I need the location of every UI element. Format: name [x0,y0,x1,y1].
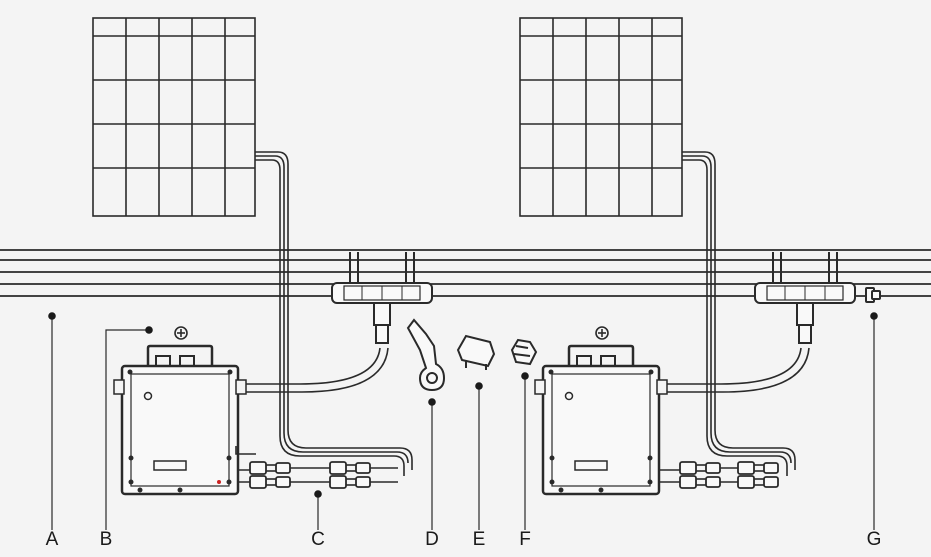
micro-inverter-right [533,344,669,496]
ac-cable-left [246,347,389,393]
panel-cable-right [682,151,796,476]
rail-connector-right [754,251,856,344]
label-c: C [311,529,325,550]
label-a: A [46,529,59,550]
label-e: E [473,529,486,550]
ground-icon-right [595,326,609,340]
dc-connectors-left [235,446,398,489]
panel-cable-left [255,151,413,476]
label-g: G [867,529,882,550]
mounting-rail [0,249,931,297]
unlock-tool [406,318,446,392]
leaders [51,316,875,530]
leader-dots [48,312,878,498]
rail-end-plug [865,287,881,303]
micro-inverter-left [112,344,248,496]
ac-cable-right [667,347,810,393]
label-b: B [100,529,113,550]
solar-panel-right [519,17,683,217]
bus-connector [510,338,538,366]
solar-panel-left [92,17,256,217]
dc-connectors-right [659,461,779,489]
label-f: F [519,529,531,550]
label-d: D [425,529,439,550]
end-cap [456,334,496,370]
ground-icon-left [174,326,188,340]
